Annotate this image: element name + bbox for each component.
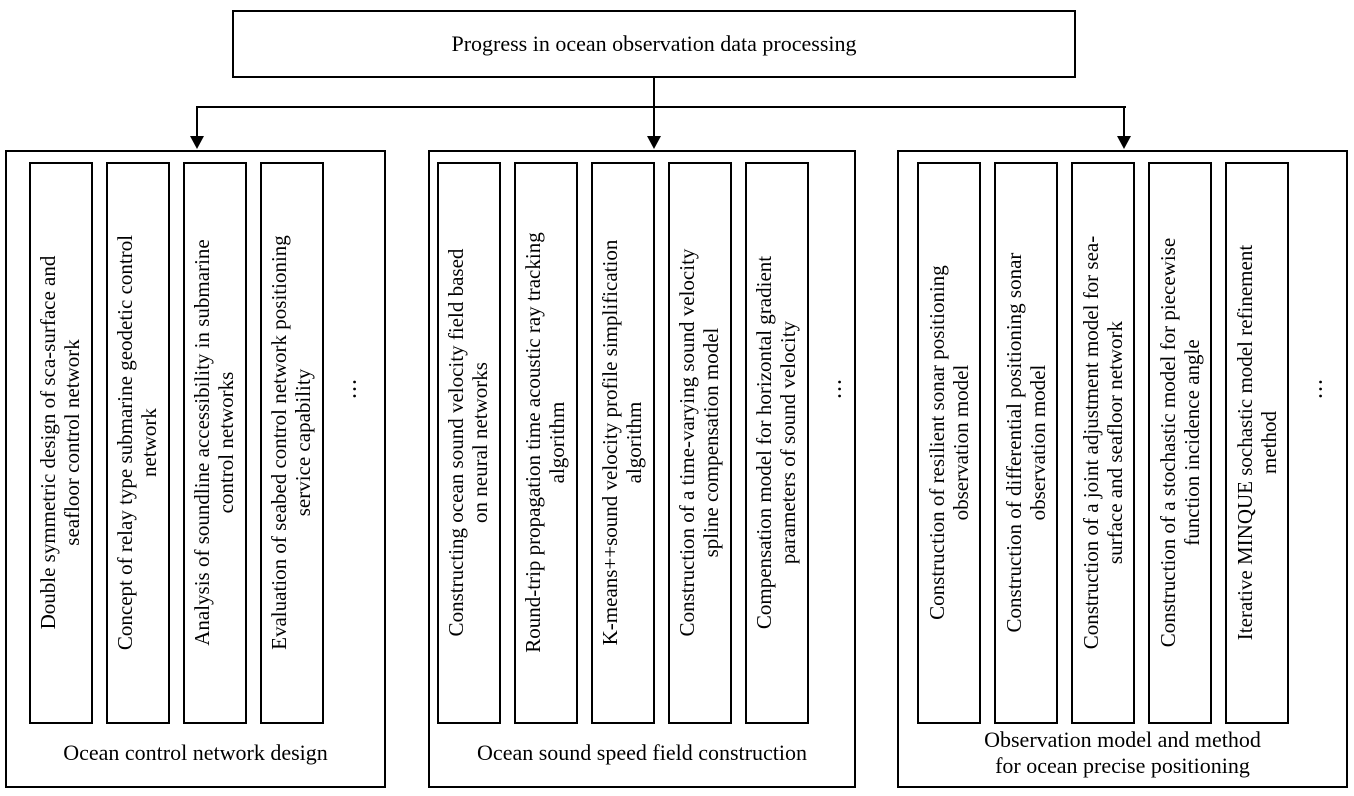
connector-horizontal-line xyxy=(196,106,1126,108)
topic-box: Construction of a time-varying sound vel… xyxy=(667,162,732,724)
arrow-down-right-icon xyxy=(1117,136,1131,149)
ellipsis-slot: ... xyxy=(1302,162,1328,724)
topic-text: Construction of differential positioning… xyxy=(1001,253,1049,633)
topic-text: Evaluation of seabed control network pos… xyxy=(266,235,315,651)
topic-box: Concept of relay type submarine geodetic… xyxy=(105,162,170,724)
topic-text: Analysis of soundline accessibility in s… xyxy=(189,239,238,647)
group-items-row: Double symmetric design of sca-surface a… xyxy=(7,162,384,724)
group-observation-model-and-method: Construction of resilient sonar position… xyxy=(897,150,1348,788)
topic-box: Construction of a joint adjustment model… xyxy=(1071,162,1135,724)
topic-box: Construction of resilient sonar position… xyxy=(917,162,981,724)
topic-text: Iterative MINQUE sochastic model refinem… xyxy=(1232,245,1280,641)
root-title-text: Progress in ocean observation data proce… xyxy=(451,31,857,56)
root-title-box: Progress in ocean observation data proce… xyxy=(232,10,1076,78)
topic-box: Analysis of soundline accessibility in s… xyxy=(182,162,247,724)
topic-text: Round-trip propagation time acoustic ray… xyxy=(520,232,569,654)
connector-drop-center xyxy=(653,106,655,137)
topic-box: Compensation model for horizontal gradie… xyxy=(744,162,809,724)
group-caption: Observation model and method for ocean p… xyxy=(984,727,1261,778)
topic-box: K-means++sound velocity profile simplifi… xyxy=(590,162,655,724)
ellipsis-text: ... xyxy=(821,377,847,399)
topic-box: Constructing ocean sound velocity field … xyxy=(436,162,501,724)
group-items-row: Constructing ocean sound velocity field … xyxy=(430,162,854,724)
ellipsis-text: ... xyxy=(336,377,362,399)
topic-box: Evaluation of seabed control network pos… xyxy=(259,162,324,724)
ellipsis-slot: ... xyxy=(821,162,848,724)
topic-text: Construction of a time-varying sound vel… xyxy=(674,249,723,637)
topic-text: Constructing ocean sound velocity field … xyxy=(443,249,492,637)
topic-box: Iterative MINQUE sochastic model refinem… xyxy=(1225,162,1289,724)
arrow-down-left-icon xyxy=(190,136,204,149)
group-ocean-control-network-design: Double symmetric design of sca-surface a… xyxy=(5,150,386,788)
topic-text: Double symmetric design of sca-surface a… xyxy=(35,256,84,630)
topic-text: Compensation model for horizontal gradie… xyxy=(751,256,800,630)
topic-text: Construction of a stochastic model for p… xyxy=(1155,238,1203,648)
ellipsis-text: ... xyxy=(1301,377,1328,399)
group-items-row: Construction of resilient sonar position… xyxy=(899,162,1346,724)
topic-text: Construction of resilient sonar position… xyxy=(924,265,972,621)
connector-drop-right xyxy=(1123,106,1125,137)
connector-stem xyxy=(653,78,655,108)
topic-text: Concept of relay type submarine geodetic… xyxy=(112,235,161,651)
group-caption: Ocean sound speed field construction xyxy=(477,740,807,766)
topic-box: Construction of differential positioning… xyxy=(994,162,1058,724)
topic-box: Construction of a stochastic model for p… xyxy=(1148,162,1212,724)
connector-drop-left xyxy=(196,106,198,137)
topic-box: Round-trip propagation time acoustic ray… xyxy=(513,162,578,724)
ellipsis-slot: ... xyxy=(336,162,363,724)
group-ocean-sound-speed-field-construction: Constructing ocean sound velocity field … xyxy=(428,150,856,788)
topic-text: Construction of a joint adjustment model… xyxy=(1078,236,1126,650)
topic-box: Double symmetric design of sca-surface a… xyxy=(28,162,93,724)
arrow-down-center-icon xyxy=(647,136,661,149)
topic-text: K-means++sound velocity profile simplifi… xyxy=(597,240,646,646)
group-caption: Ocean control network design xyxy=(63,740,328,766)
